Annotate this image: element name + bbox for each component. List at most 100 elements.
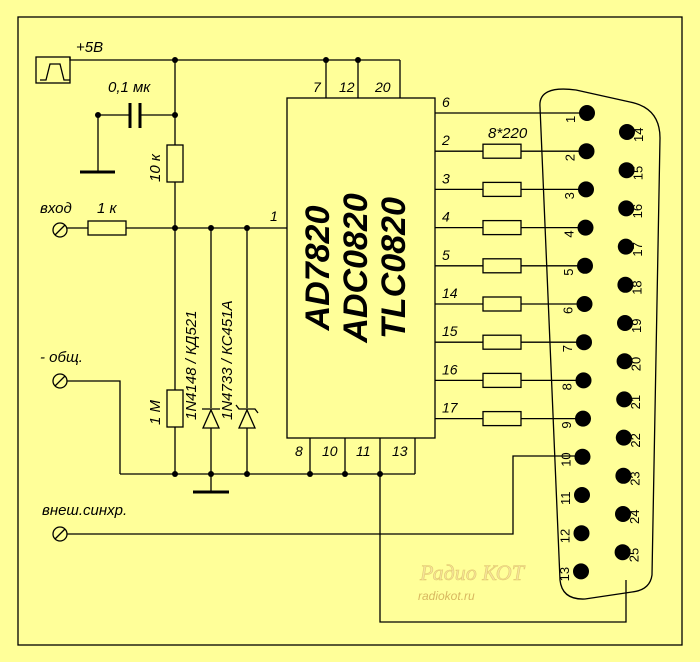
chip-pin-right: 15 — [442, 323, 458, 339]
zener-bar — [235, 404, 259, 414]
db25-pin-number: 11 — [558, 492, 573, 506]
diode2-label: 1N4733 / КС451А — [219, 300, 236, 420]
resistor-10k — [166, 144, 184, 183]
junction — [172, 471, 178, 477]
chip-name-1: AD7820 — [299, 206, 337, 332]
chip-name-2: ADC0820 — [337, 193, 375, 343]
sync-label: внеш.синхр. — [42, 502, 127, 519]
db25-pin — [617, 276, 634, 293]
db25-pin — [619, 124, 635, 140]
chip-pin-right: 16 — [442, 361, 458, 377]
junction — [172, 112, 178, 118]
db25-pin-number: 10 — [559, 452, 574, 466]
db25-pin-number: 23 — [627, 471, 642, 485]
resistor-1k — [87, 220, 127, 236]
diode1-body — [201, 408, 221, 429]
db25-pin-number: 2 — [563, 154, 578, 161]
terminal-slot — [54, 528, 66, 540]
r-bottom-label: 1 М — [147, 399, 164, 425]
chip-pin-top: 12 — [339, 79, 355, 95]
chip-pin-bottom: 10 — [322, 443, 338, 459]
db25-pin — [576, 296, 593, 312]
chip-pin-bottom: 11 — [356, 443, 371, 459]
watermark-url: radiokot.ru — [418, 589, 475, 603]
chip-pin-top: 20 — [374, 79, 391, 95]
db25-connector — [539, 88, 661, 600]
db25-pin-number: 18 — [629, 280, 644, 294]
wire-gnd-to-db25 — [379, 474, 627, 623]
db25-pin-number: 19 — [629, 319, 644, 333]
db25-pin — [573, 563, 589, 580]
chip-pin-right: 5 — [442, 247, 450, 263]
wire-sync — [67, 455, 585, 535]
db25-pin-number: 20 — [629, 357, 644, 371]
chip-pin-right: 2 — [441, 132, 450, 148]
db25-pin-number: 17 — [630, 242, 645, 256]
db25-pin-number: 15 — [631, 166, 646, 180]
capacitor-label: 0,1 мк — [108, 79, 151, 96]
db25-pin-number: 5 — [561, 269, 576, 276]
junction — [208, 471, 214, 477]
db25-pin-number: 6 — [561, 307, 576, 314]
adc-chip — [286, 97, 436, 439]
db25-pin-number: 4 — [562, 230, 577, 237]
db25-pin — [574, 487, 590, 503]
db25-pin — [616, 391, 633, 408]
db25-pins: 1234567891011121314151617181920212223242… — [557, 105, 646, 581]
db25-pin-number: 9 — [559, 421, 574, 428]
db25-pin — [618, 162, 635, 179]
junction — [244, 471, 250, 477]
junction — [323, 57, 329, 63]
ground-label: - общ. — [40, 349, 83, 366]
db25-pin — [616, 353, 633, 370]
chip-pin-right: 6 — [442, 94, 450, 110]
series-resistor — [482, 258, 522, 274]
resistor-array-label: 8*220 — [488, 125, 528, 142]
db25-pin — [618, 200, 635, 217]
db25-pin-number: 16 — [630, 204, 645, 218]
db25-pin — [573, 525, 590, 542]
db25-pin — [579, 105, 595, 121]
junction — [355, 57, 361, 63]
series-resistor — [482, 219, 522, 236]
db25-pin — [574, 448, 591, 465]
watermark-logo: Радио КОТ — [419, 560, 526, 585]
series-resistor — [482, 181, 522, 198]
db25-pin-number: 13 — [557, 567, 572, 581]
chip-pin-right: 4 — [442, 209, 450, 225]
db25-pin — [617, 315, 633, 331]
db25-pin-number: 22 — [628, 433, 643, 447]
db25-pin — [577, 257, 593, 274]
db25-pin — [617, 238, 634, 255]
db25-pin — [614, 544, 631, 561]
db25-pin-number: 3 — [562, 192, 577, 199]
wire-power — [69, 57, 175, 61]
db25-pin-number: 24 — [627, 510, 642, 524]
series-resistor — [482, 296, 522, 312]
series-resistor — [482, 372, 522, 389]
db25-pin-number: 14 — [631, 128, 646, 142]
chip-name-3: TLC0820 — [375, 197, 413, 339]
resistor-1m — [166, 389, 184, 428]
db25-pin-number: 25 — [627, 548, 642, 562]
series-resistor — [482, 334, 522, 350]
db25-pin — [578, 143, 595, 160]
input-terminal — [52, 222, 68, 238]
frame — [17, 16, 683, 646]
diode1-label: 1N4148 / КД521 — [183, 311, 200, 420]
db25-pin — [615, 429, 632, 446]
chip-label: AD7820 ADC0820 TLC0820 — [299, 193, 413, 343]
chip-pin-top: 7 — [313, 79, 322, 95]
db25-pin — [576, 334, 592, 351]
db25-pin — [615, 506, 631, 522]
terminal-slot — [54, 224, 66, 236]
power-source-wave — [40, 63, 70, 81]
chip-pin-bottom: 13 — [392, 443, 408, 459]
db25-pin — [578, 181, 594, 198]
db25-pin-number: 12 — [558, 529, 573, 543]
r-pullup-label: 10 к — [147, 153, 164, 182]
db25-pin-number: 1 — [563, 116, 578, 123]
db25-pin-number: 7 — [560, 345, 575, 352]
